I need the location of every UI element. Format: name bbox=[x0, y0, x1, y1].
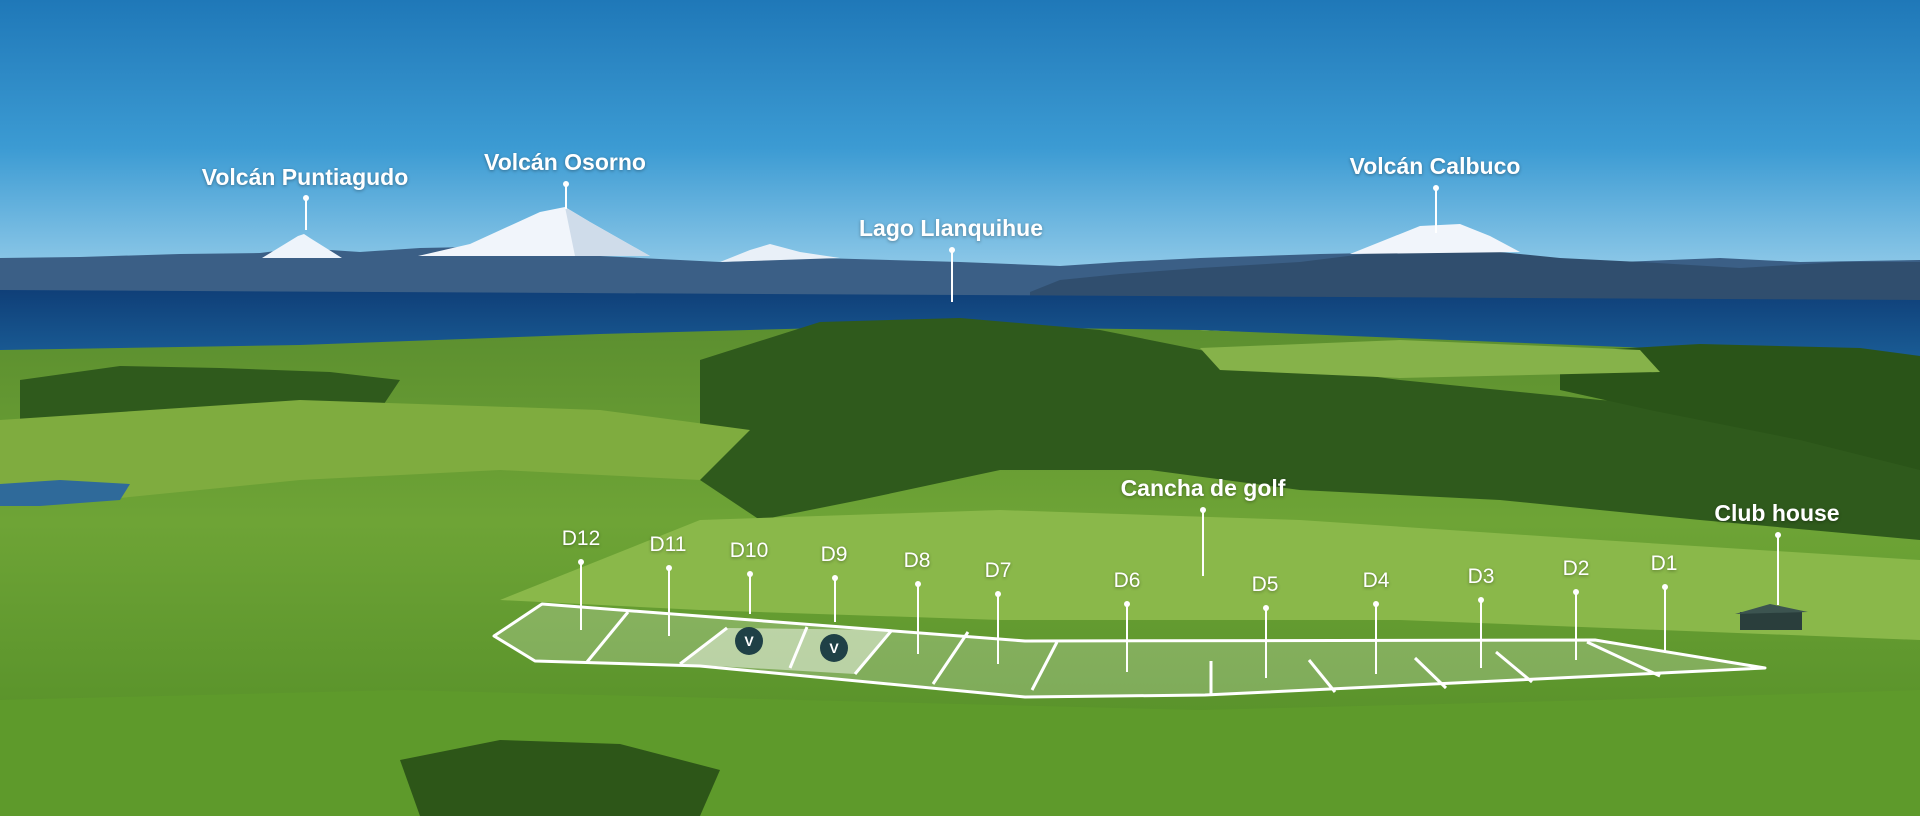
pin-line bbox=[565, 184, 567, 209]
pin-line bbox=[951, 250, 953, 302]
pin-dot bbox=[303, 195, 309, 201]
pin-line bbox=[1575, 592, 1577, 660]
lot-label-d4[interactable]: D4 bbox=[1362, 569, 1390, 592]
snow-ridge-center bbox=[720, 244, 840, 262]
lot-label-d2[interactable]: D2 bbox=[1562, 557, 1590, 580]
pin-line bbox=[917, 584, 919, 654]
pin-dot bbox=[1373, 601, 1379, 607]
pin-dot bbox=[1775, 532, 1781, 538]
pin-line bbox=[1664, 587, 1666, 653]
fairway-upper bbox=[1200, 340, 1660, 378]
label-volcan-calbuco: Volcán Calbuco bbox=[1349, 153, 1521, 179]
forest-right bbox=[1560, 344, 1920, 470]
pin-dot bbox=[666, 565, 672, 571]
foreground-hedge bbox=[400, 740, 720, 816]
pin-line bbox=[305, 198, 307, 230]
lot-label-d1[interactable]: D1 bbox=[1650, 552, 1678, 575]
pin-dot bbox=[915, 581, 921, 587]
pin-line bbox=[1265, 608, 1267, 678]
pin-line bbox=[580, 562, 582, 630]
pin-line bbox=[997, 594, 999, 664]
pin-line bbox=[1126, 604, 1128, 672]
pin-line bbox=[834, 578, 836, 622]
pin-line bbox=[1777, 535, 1779, 605]
lot-label-d10[interactable]: D10 bbox=[729, 539, 769, 562]
sold-badge-d9: V bbox=[820, 634, 848, 662]
lot-label-d3[interactable]: D3 bbox=[1467, 565, 1495, 588]
golf-green-area bbox=[500, 510, 1920, 640]
pin-dot bbox=[578, 559, 584, 565]
pin-dot bbox=[832, 575, 838, 581]
pin-line bbox=[1480, 600, 1482, 668]
pin-dot bbox=[1662, 584, 1668, 590]
lot-label-d11[interactable]: D11 bbox=[649, 533, 687, 556]
fairway-left bbox=[0, 400, 750, 500]
lot-label-d8[interactable]: D8 bbox=[903, 549, 931, 572]
sky bbox=[0, 0, 1920, 270]
pin-line bbox=[668, 568, 670, 636]
pin-dot bbox=[1573, 589, 1579, 595]
lots-area bbox=[492, 602, 1767, 699]
lot-label-d7[interactable]: D7 bbox=[984, 559, 1012, 582]
pin-line bbox=[1375, 604, 1377, 674]
pin-dot bbox=[747, 571, 753, 577]
foreground-field bbox=[0, 690, 1920, 816]
label-volcan-puntiagudo: Volcán Puntiagudo bbox=[201, 164, 409, 190]
pond-left bbox=[0, 480, 130, 506]
mountain-range-right bbox=[1030, 250, 1920, 300]
pin-dot bbox=[1200, 507, 1206, 513]
lot-label-d9[interactable]: D9 bbox=[820, 543, 848, 566]
lot-label-d6[interactable]: D6 bbox=[1113, 569, 1141, 592]
pin-dot bbox=[563, 181, 569, 187]
label-lago-llanquihue: Lago Llanquihue bbox=[859, 215, 1043, 241]
sold-badge-d10: V bbox=[735, 627, 763, 655]
club-house-roof bbox=[1735, 604, 1808, 614]
lot-label-d5[interactable]: D5 bbox=[1251, 573, 1279, 596]
pin-line bbox=[1435, 188, 1437, 233]
volcano-puntiagudo bbox=[262, 234, 342, 258]
label-club-house: Club house bbox=[1714, 500, 1840, 526]
volcano-osorno-shadow bbox=[565, 207, 650, 256]
pin-dot bbox=[995, 591, 1001, 597]
label-volcan-osorno: Volcán Osorno bbox=[484, 149, 646, 175]
forest-center bbox=[700, 318, 1920, 540]
pin-dot bbox=[1478, 597, 1484, 603]
club-house-building bbox=[1740, 612, 1802, 630]
pin-dot bbox=[1263, 605, 1269, 611]
label-cancha-de-golf: Cancha de golf bbox=[1120, 475, 1286, 501]
pin-line bbox=[1202, 510, 1204, 576]
pin-dot bbox=[949, 247, 955, 253]
volcano-calbuco bbox=[1350, 224, 1520, 254]
pin-dot bbox=[1433, 185, 1439, 191]
lot-dividers bbox=[585, 611, 1661, 695]
pin-line bbox=[749, 574, 751, 614]
pin-dot bbox=[1124, 601, 1130, 607]
lot-label-d12[interactable]: D12 bbox=[561, 527, 601, 550]
